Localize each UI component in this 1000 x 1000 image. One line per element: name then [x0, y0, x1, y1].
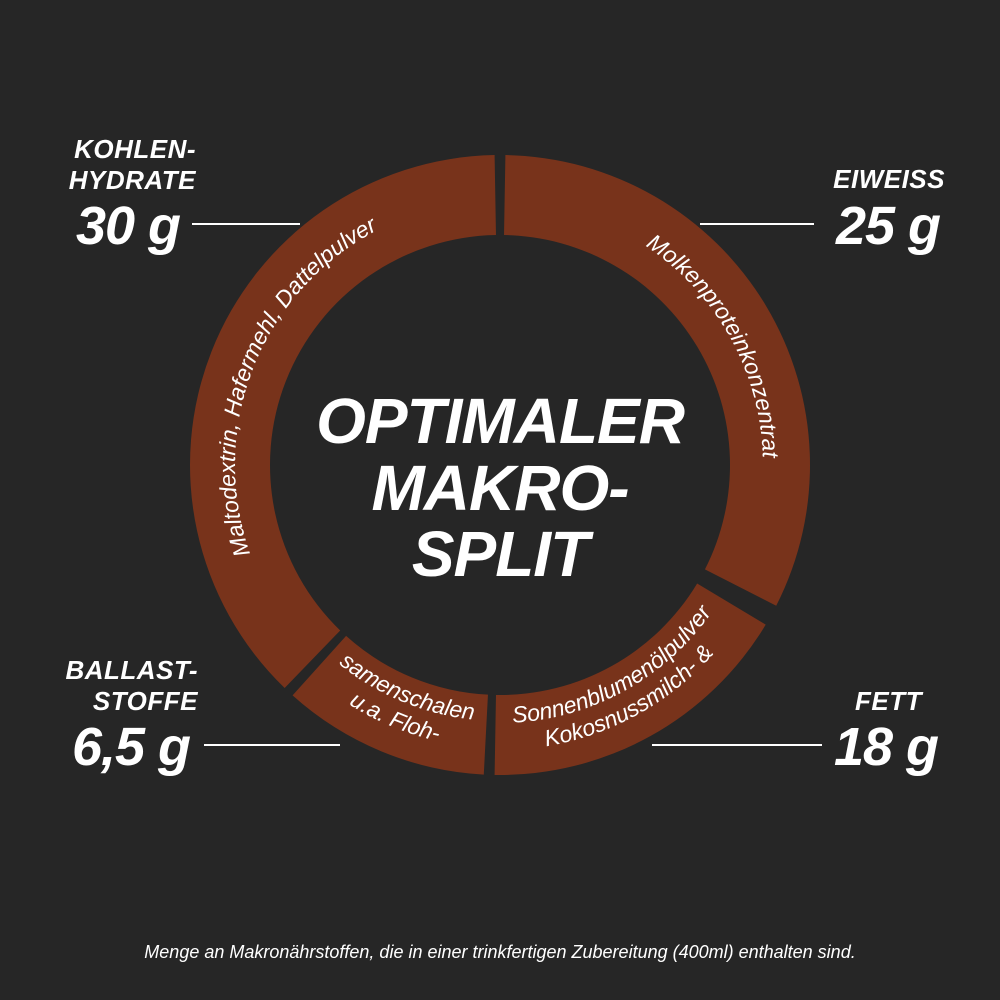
center-title-line-2: MAKRO- [371, 452, 628, 524]
footnote: Menge an Makronährstoffen, die in einer … [144, 942, 856, 962]
protein-name-line-1: EIWEISS [833, 164, 945, 194]
carbs-name-line-2: HYDRATE [68, 165, 196, 195]
center-title-line-3: SPLIT [412, 518, 594, 590]
fat-value: 18 g [833, 717, 939, 777]
carbs-value: 30 g [75, 196, 181, 256]
carbs-name: KOHLEN- HYDRATE [30, 134, 196, 196]
segment-carbs [190, 155, 496, 688]
fiber-name-line-1: BALLAST- [65, 655, 198, 685]
center-title-line-1: OPTIMALER [316, 385, 685, 457]
carbs-name-line-1: KOHLEN- [74, 134, 196, 164]
protein-name: EIWEISS [800, 164, 945, 195]
fiber-name: BALLAST- STOFFE [30, 655, 198, 717]
fiber-value: 6,5 g [71, 717, 191, 777]
fat-name-line-1: FETT [855, 686, 922, 716]
segment-fiber [292, 635, 488, 775]
segment-fat [494, 583, 766, 775]
center-title: OPTIMALER MAKRO- SPLIT [316, 385, 686, 590]
protein-value: 25 g [835, 196, 941, 256]
segment-protein [504, 155, 810, 606]
fat-name: FETT [800, 686, 922, 717]
fiber-name-line-2: STOFFE [92, 686, 198, 716]
